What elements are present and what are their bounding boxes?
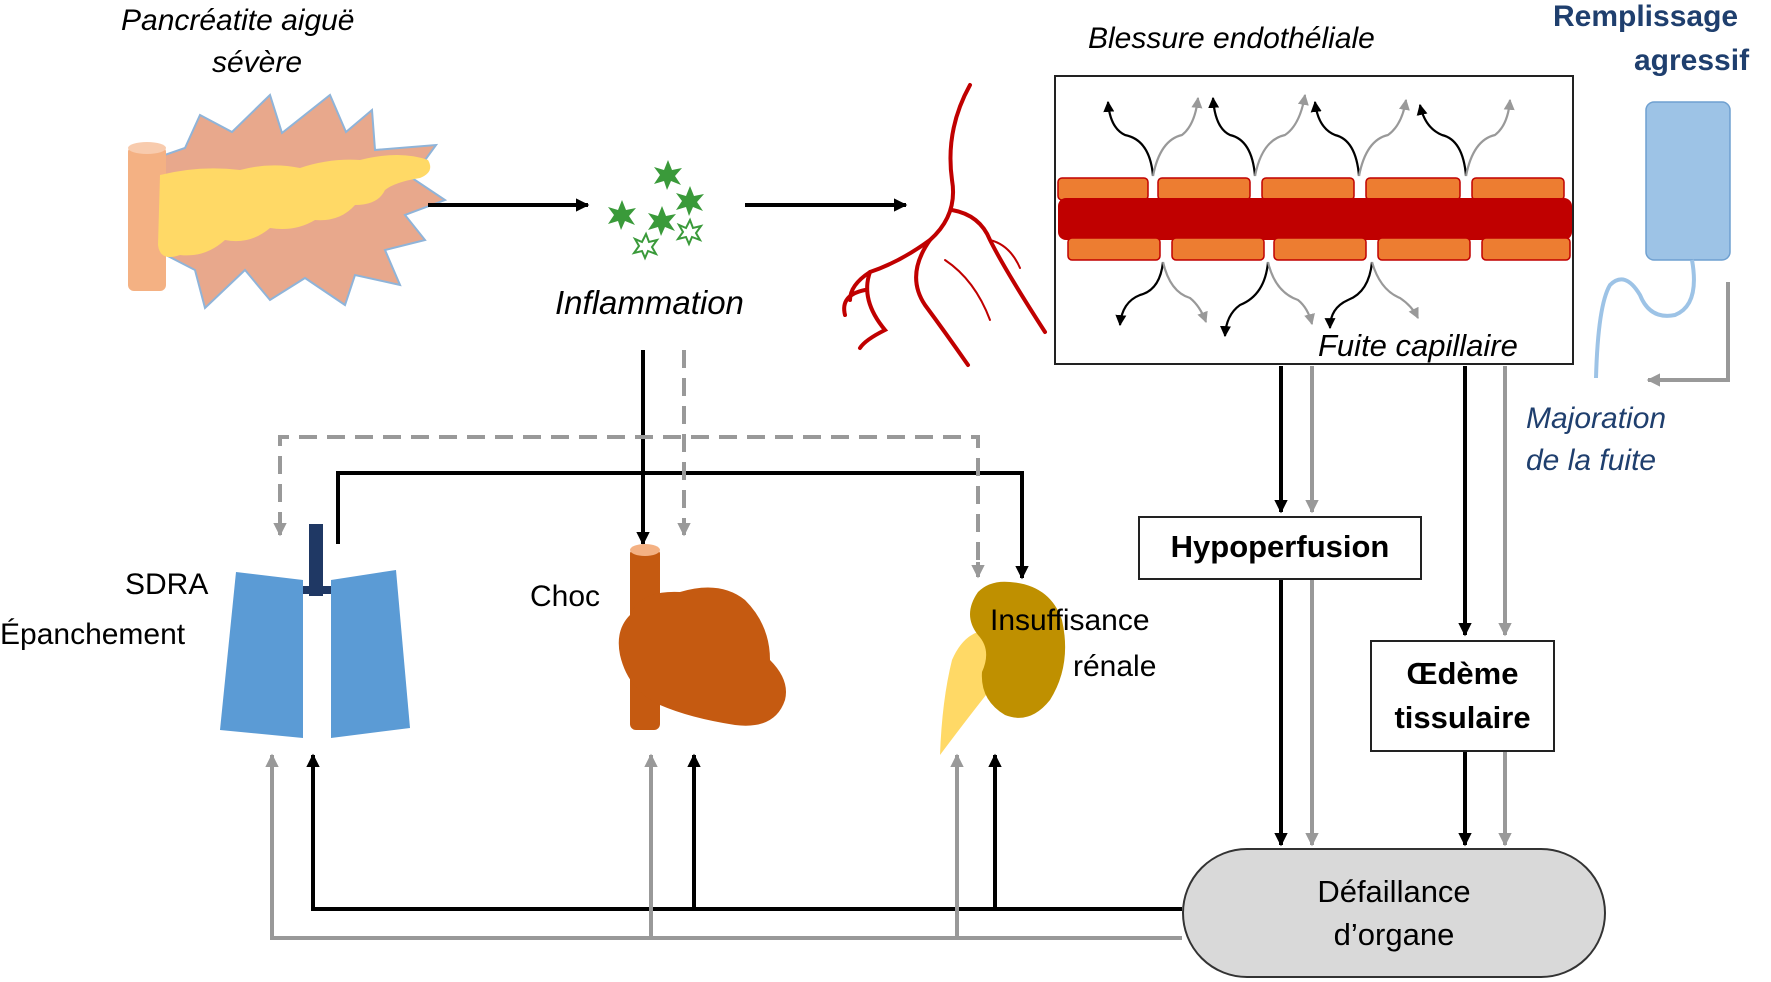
cytokine-stars-icon	[608, 160, 704, 261]
leak-arrows-up	[1103, 93, 1515, 177]
endothelium-panel	[1054, 75, 1574, 365]
hypoperfusion-label: Hypoperfusion	[1170, 529, 1390, 564]
lungs-icon	[220, 524, 410, 738]
duodenum-icon	[128, 146, 166, 291]
edema-label-line2: tissulaire	[1394, 700, 1531, 735]
renal-label-line1: Insuffisance	[990, 604, 1150, 637]
organ-failure-label-line2: d’organe	[1333, 917, 1455, 952]
pancreatitis-label-line1: Pancréatite aiguë	[121, 4, 355, 37]
endothelial-injury-label: Blessure endothéliale	[1088, 22, 1375, 55]
shock-label: Choc	[530, 580, 601, 613]
leak-increase-label-line1: Majoration	[1526, 402, 1667, 435]
organ-failure-label-line1: Défaillance	[1317, 874, 1471, 909]
inflammation-label: Inflammation	[555, 284, 744, 321]
organ-failure-box: Défaillance d’organe	[1182, 848, 1606, 978]
endothelial-cells-bottom	[1067, 237, 1571, 261]
capillary-lumen	[1058, 198, 1572, 240]
pancreatitis-label-line2: sévère	[212, 46, 303, 79]
hypoperfusion-box: Hypoperfusion	[1138, 516, 1422, 580]
pancreas-illustration	[128, 93, 448, 310]
leak-arrows-down	[1115, 261, 1419, 338]
kidney-icon	[940, 581, 1066, 755]
vessel-tree-icon	[842, 83, 1047, 367]
edema-label-line1: Œdème	[1406, 656, 1519, 691]
capillary-leak-label: Fuite capillaire	[1318, 328, 1518, 363]
aggressive-fluid-label-line1: Remplissage	[1553, 0, 1739, 33]
sdra-label: SDRA	[125, 568, 209, 601]
edema-box: Œdème tissulaire	[1370, 640, 1555, 752]
effusion-label: Épanchement	[0, 618, 186, 651]
pancreas-icon	[158, 155, 431, 258]
heart-icon	[618, 544, 786, 730]
leak-increase-label-line2: de la fuite	[1526, 444, 1657, 477]
renal-label-line2: rénale	[1073, 650, 1157, 683]
iv-bag-icon	[1594, 101, 1731, 379]
trachea-icon	[309, 524, 323, 596]
aggressive-fluid-label-line2: agressif	[1634, 44, 1750, 77]
endothelial-cells-top	[1057, 177, 1565, 201]
